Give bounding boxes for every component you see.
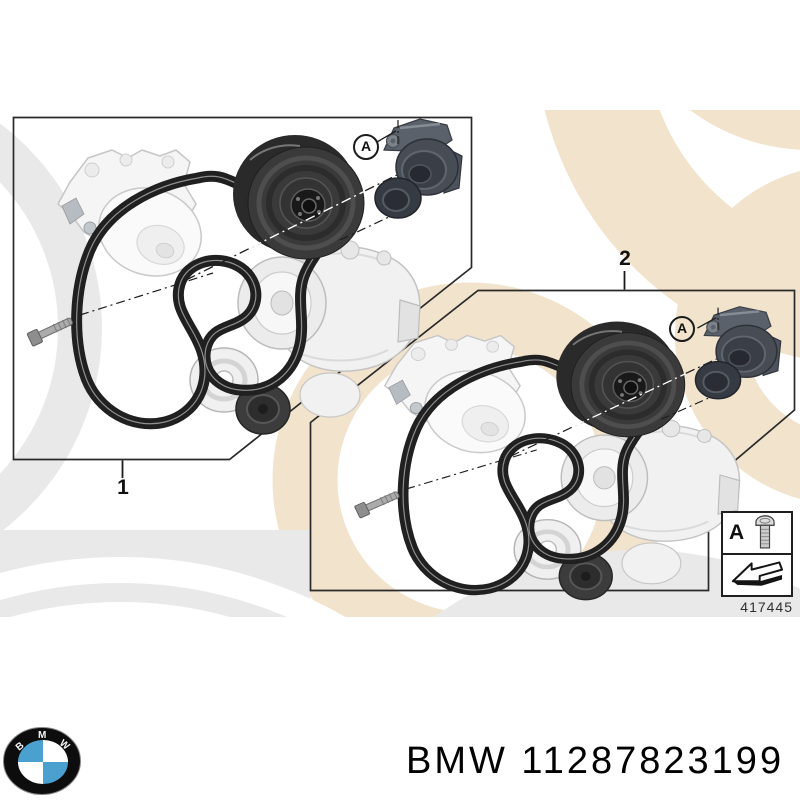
legend-row-bolt: A [723, 513, 791, 555]
logo-letter-m: M [38, 730, 46, 741]
part-number-caption: BMW 11287823199 [406, 740, 785, 782]
kit-2-artwork [354, 307, 780, 600]
callout-a-badge-kit1: A [353, 134, 379, 160]
bmw-roundel-logo: B M W [3, 727, 81, 795]
flange-bolt-icon [755, 515, 775, 549]
watermark-white-arc [10, 602, 230, 617]
part-label-1: 1 [117, 476, 129, 499]
legend-row-direction [723, 555, 791, 595]
install-direction-arrow-icon [731, 561, 784, 586]
legend-box: A [721, 511, 793, 597]
part-label-2: 2 [619, 247, 631, 270]
logo-quadrant [18, 762, 43, 784]
logo-quadrant [43, 762, 68, 784]
watermark-white-arc [0, 557, 346, 617]
callout-a-badge-kit2: A [669, 316, 695, 342]
logo-quadrant [43, 740, 68, 762]
logo-quadrant [18, 740, 43, 762]
figure-number: 417445 [740, 599, 793, 615]
legend-key-label: A [729, 521, 745, 544]
